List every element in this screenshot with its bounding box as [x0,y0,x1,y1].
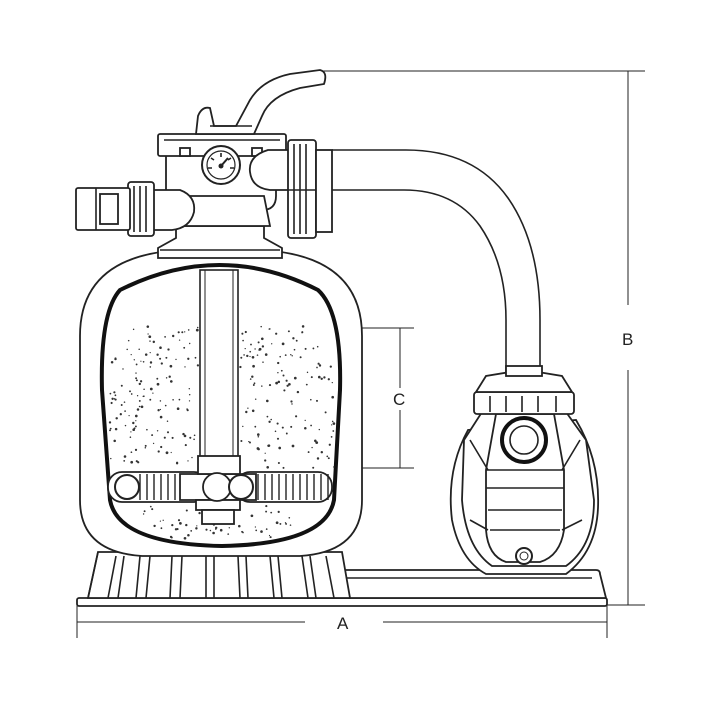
tank-neck [157,225,283,259]
pressure-gauge [201,145,241,185]
dimension-c-label: C [393,390,405,409]
pump-drain-plug [515,547,533,565]
dimension-b-label: B [622,330,633,349]
valve-inlet-port [75,181,196,237]
sand-texture [108,325,336,540]
connecting-hose [332,149,541,376]
pump [449,365,600,575]
pump-inlet-port [500,416,548,464]
tank-stand [86,551,352,599]
sand-chamber [99,263,343,549]
laterals [107,455,333,525]
standpipe [199,269,239,471]
base-plate [76,569,608,607]
dimension-a-label: A [337,614,349,633]
valve-outlet-port [248,139,333,239]
dimension-a [76,605,608,638]
